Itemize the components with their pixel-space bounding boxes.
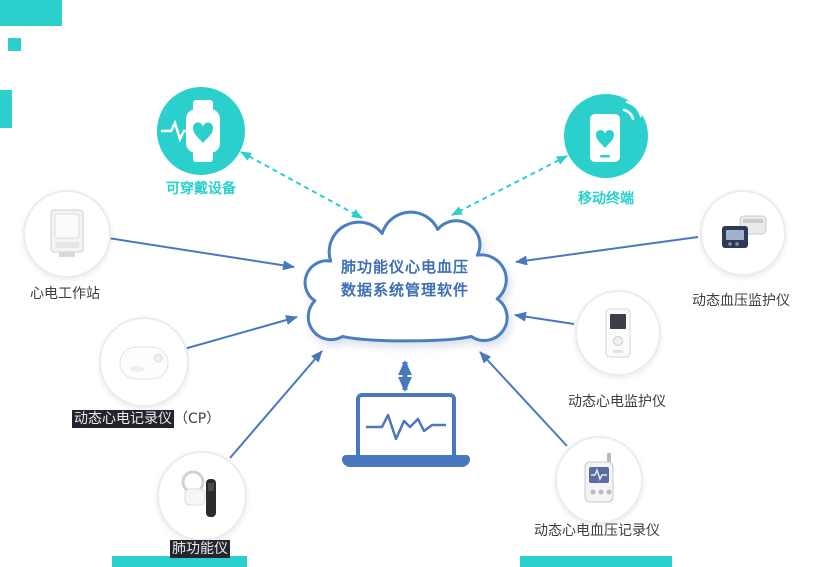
cloud-title: 肺功能仪心电血压 数据系统管理软件 (305, 256, 505, 302)
node-ecg-monitor (575, 290, 661, 376)
holter-cp-label: 动态心电记录仪（CP） (72, 408, 222, 428)
node-spirometer (157, 451, 247, 541)
decor-bar (8, 38, 21, 51)
ecg-bp-recorder-image (584, 453, 614, 503)
cloud-shape (297, 203, 515, 353)
smartwatch-icon (161, 100, 220, 162)
ecg-monitor-image (605, 308, 631, 358)
laptop-base (342, 455, 470, 467)
ecg-monitor-label: 动态心电监护仪 (568, 394, 666, 410)
cloud-title-line1: 肺功能仪心电血压 (340, 258, 469, 276)
decor-bar (0, 90, 12, 128)
bp-monitor-image (722, 215, 767, 248)
smartphone-icon (590, 100, 643, 162)
arrow-ecgbprecorder-cloud (479, 351, 568, 447)
decor-bar (520, 556, 672, 567)
node-wearable (157, 87, 245, 175)
spirometer-label: 肺功能仪 (150, 538, 250, 558)
node-holter-cp (99, 317, 189, 407)
wearable-label: 可穿戴设备 (166, 181, 236, 197)
node-ecg-workstation (23, 190, 111, 278)
ecg-workstation-label: 心电工作站 (30, 286, 100, 302)
arrow-ecgmonitor-cloud (514, 311, 575, 325)
spirometer-label-highlight: 肺功能仪 (170, 540, 230, 558)
arrow-bpmonitor-cloud (515, 236, 699, 266)
holter-recorder-image (119, 346, 169, 380)
node-mobile (564, 94, 648, 178)
laptop (342, 393, 470, 471)
holter-cp-label-suffix: （CP） (174, 411, 221, 427)
holter-cp-label-highlight: 动态心电记录仪 (72, 410, 174, 428)
decor-bar (0, 0, 62, 26)
cloud-icon (303, 210, 509, 343)
arrow-workstation-cloud (107, 237, 295, 271)
mobile-label: 移动终端 (578, 191, 634, 207)
ecg-bp-recorder-label: 动态心电血压记录仪 (534, 523, 660, 539)
node-bp-monitor (700, 190, 786, 276)
node-ecg-bp-recorder (555, 436, 643, 524)
bp-monitor-label: 动态血压监护仪 (692, 293, 790, 309)
arrow-spirometer-cloud (229, 350, 323, 459)
arrow-holtercp-cloud (183, 315, 298, 350)
cloud-title-line2: 数据系统管理软件 (340, 281, 469, 299)
spirometer-image (181, 470, 216, 517)
decor-bar (112, 556, 247, 567)
ecg-workstation-image (50, 209, 84, 257)
ecg-waveform-icon (366, 413, 446, 441)
laptop-screen (356, 393, 456, 461)
